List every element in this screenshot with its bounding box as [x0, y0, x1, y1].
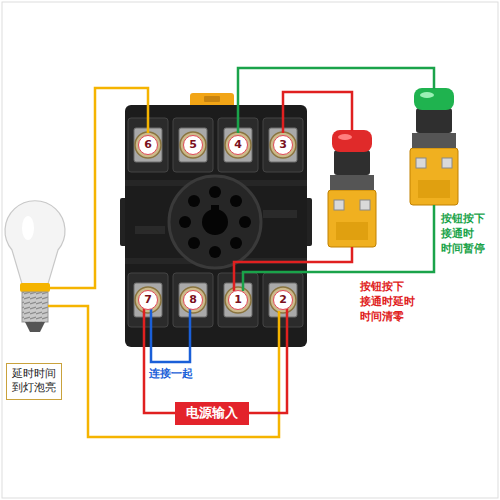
terminal-number: 8	[183, 290, 203, 310]
light-bulb	[5, 201, 65, 332]
lamp-wire	[48, 306, 279, 437]
terminal-number: 2	[273, 290, 293, 310]
power-input-box: 电源输入	[175, 402, 249, 425]
node-text: 2	[279, 294, 287, 306]
button-note: 按钮按下 接通时 时间暂停	[441, 212, 485, 257]
wire-connector	[151, 309, 190, 362]
button-wire	[238, 68, 434, 133]
node-text: 电源输入	[186, 405, 238, 422]
lamp-note-box: 延时时间 到灯泡亮	[6, 363, 62, 400]
wire-connector	[144, 308, 175, 413]
terminal-number: 1	[228, 290, 248, 310]
node-text: 4	[234, 139, 242, 151]
button-wire	[234, 247, 352, 291]
node-text: 延时时间 到灯泡亮	[12, 367, 56, 396]
node-text: 5	[189, 139, 197, 151]
node-text: 6	[144, 139, 152, 151]
green-push-button	[410, 88, 458, 205]
node-text: 3	[279, 139, 287, 151]
edge-label: 连接一起	[147, 367, 195, 381]
terminal-number: 5	[183, 135, 203, 155]
lamp-wire	[48, 88, 148, 288]
red-push-button	[328, 130, 376, 247]
wire-connector	[249, 308, 287, 413]
button-note: 按钮按下 接通时延时 时间清零	[360, 280, 415, 325]
terminal-number: 4	[228, 135, 248, 155]
node-text: 1	[234, 294, 242, 306]
button-wire	[283, 92, 352, 133]
terminal-number: 6	[138, 135, 158, 155]
button-wire	[243, 205, 434, 291]
node-text: 8	[189, 294, 197, 306]
terminal-number: 7	[138, 290, 158, 310]
node-text: 7	[144, 294, 152, 306]
terminal-number: 3	[273, 135, 293, 155]
